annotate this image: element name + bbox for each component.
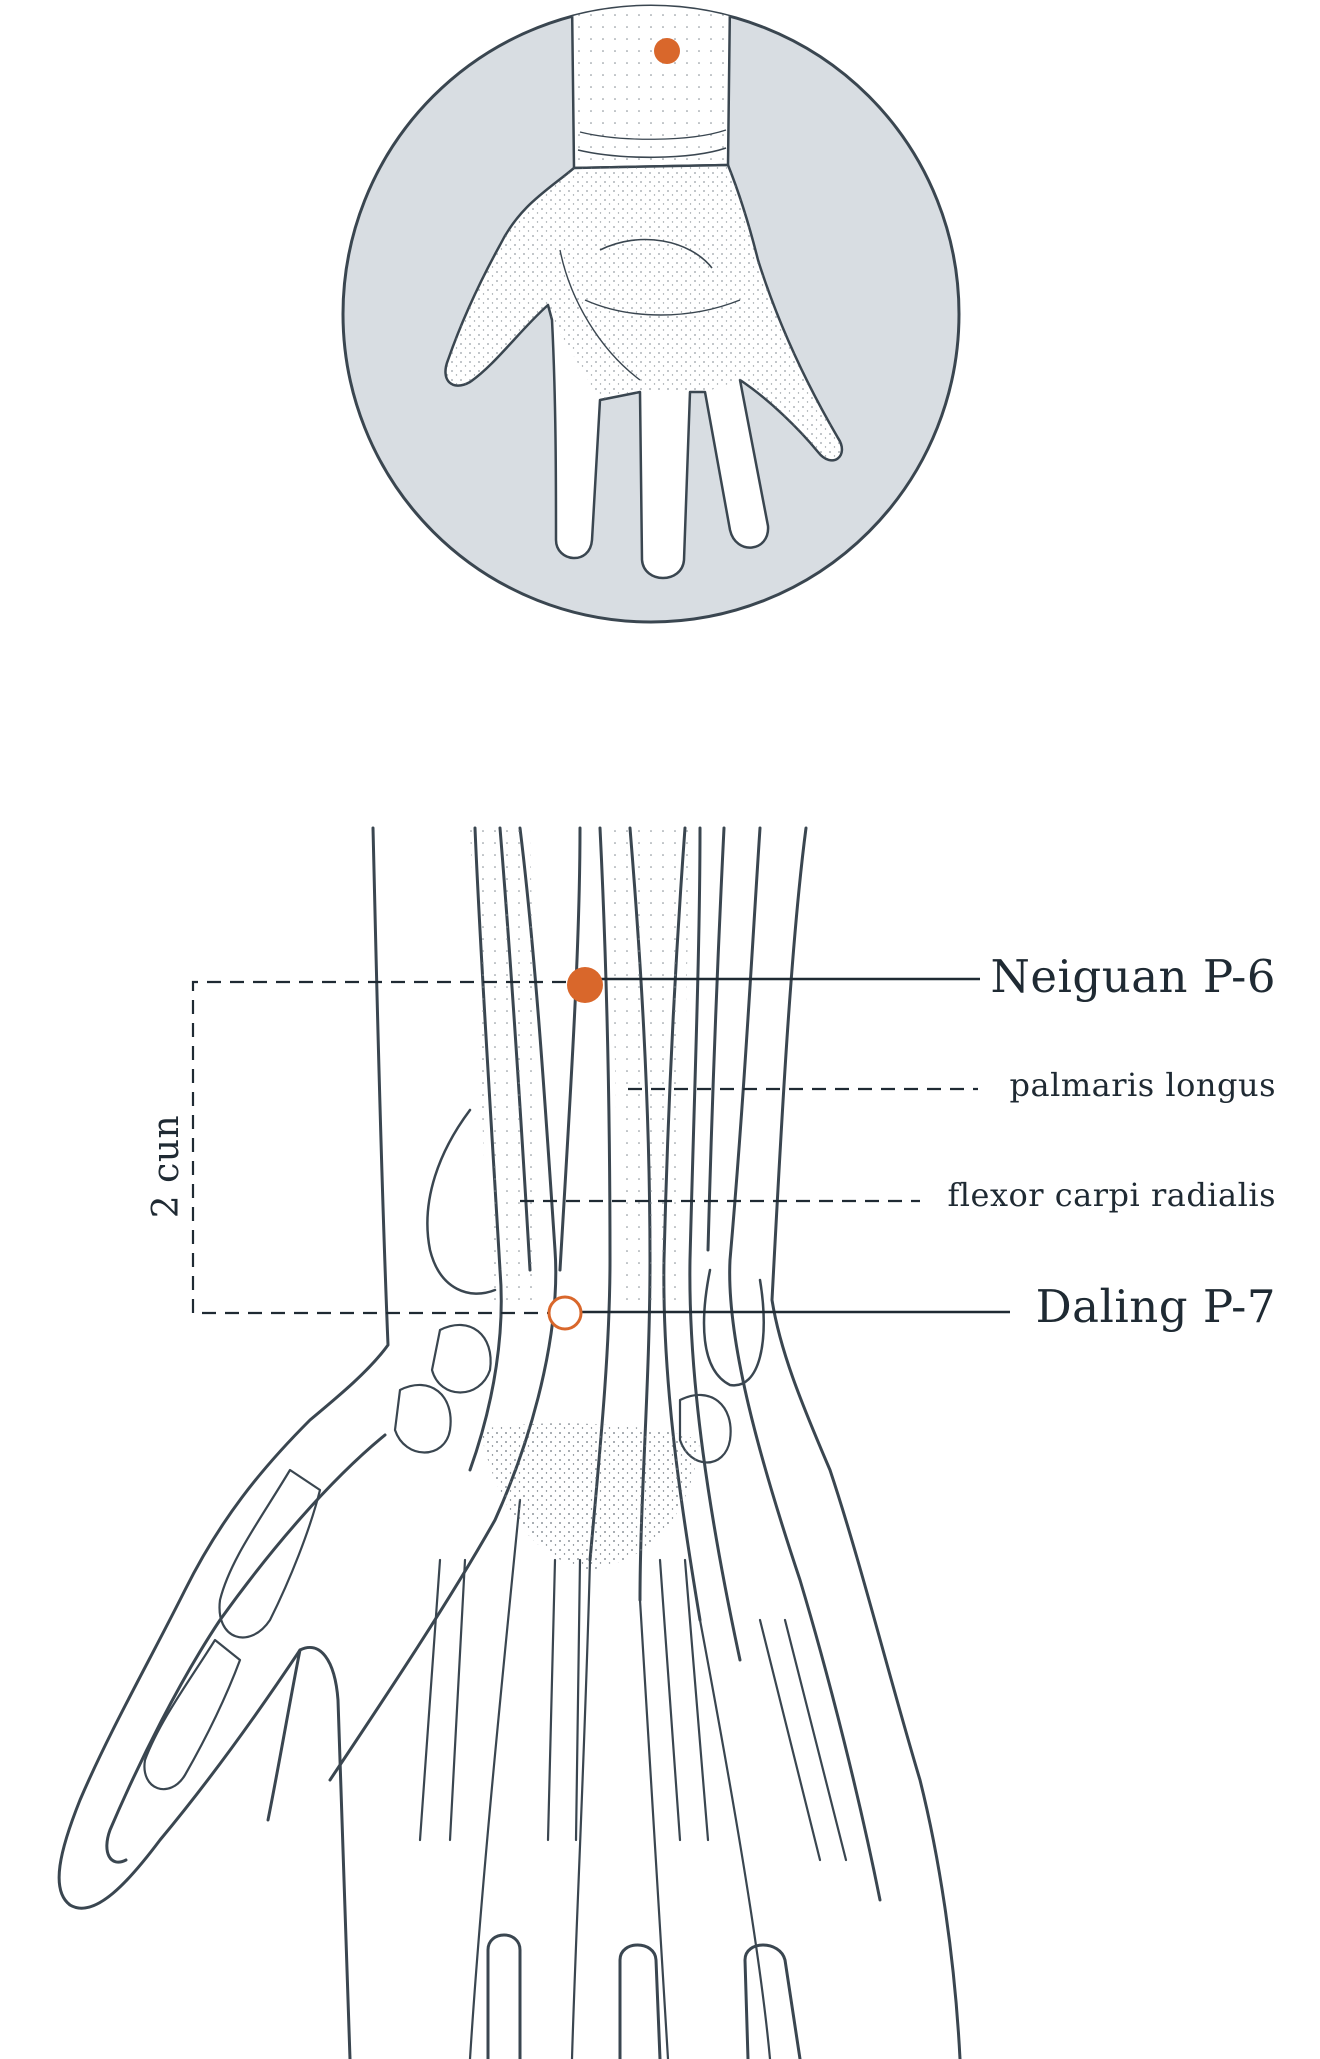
palmaris-longus-label: palmaris longus	[1009, 1066, 1276, 1104]
radius-styloid	[426, 1108, 497, 1295]
daling-label: Daling P-7	[1035, 1280, 1276, 1333]
metacarpal-2	[546, 1558, 582, 1842]
tendon-3	[558, 826, 582, 1272]
flexor-carpi-radialis-label: flexor carpi radialis	[947, 1176, 1276, 1214]
finger-gap-3	[743, 1943, 802, 2059]
carpal-2	[393, 1384, 452, 1454]
finger-tendon-2	[570, 1558, 592, 2059]
tendon-6	[688, 826, 742, 1662]
outline-radial-side	[57, 826, 390, 2059]
tendon-7	[706, 826, 726, 1252]
tendon-flexor-carpi	[328, 826, 558, 1782]
metacarpal-3	[658, 1558, 710, 1842]
finger-tendon-3	[638, 1598, 670, 2059]
thumb-metacarpal	[218, 1468, 322, 1639]
thumb-phalanx	[143, 1638, 242, 1791]
thumb-web	[266, 1648, 302, 1822]
finger-gap-1	[486, 1933, 522, 2059]
ulna-head	[702, 1268, 765, 1387]
forearm-stipple-1	[470, 828, 540, 1300]
carpal-1	[430, 1324, 492, 1394]
finger-gap-2	[618, 1943, 662, 2059]
metacarpal-4	[758, 1618, 848, 1862]
daling-marker	[547, 1295, 583, 1331]
inset-palm-view	[341, 4, 961, 624]
finger-tendon-1	[468, 1498, 522, 2059]
distance-label: 2 cun	[146, 1114, 188, 1219]
neiguan-label: Neiguan P-6	[990, 950, 1276, 1003]
metacarpal-1	[418, 1558, 467, 1842]
forearm-stipple-2	[610, 828, 690, 1300]
palmar-aponeurosis-stipple	[480, 1423, 700, 1570]
inset-neiguan-marker	[654, 38, 680, 64]
outline-ulnar-side	[770, 826, 962, 2059]
annotations	[191, 977, 1010, 1315]
tendon-8	[728, 826, 882, 1902]
thumb-inner	[105, 1433, 387, 1864]
finger-tendon-4	[698, 1618, 772, 2059]
neiguan-marker	[567, 967, 603, 1003]
distance-bracket	[191, 980, 566, 1315]
